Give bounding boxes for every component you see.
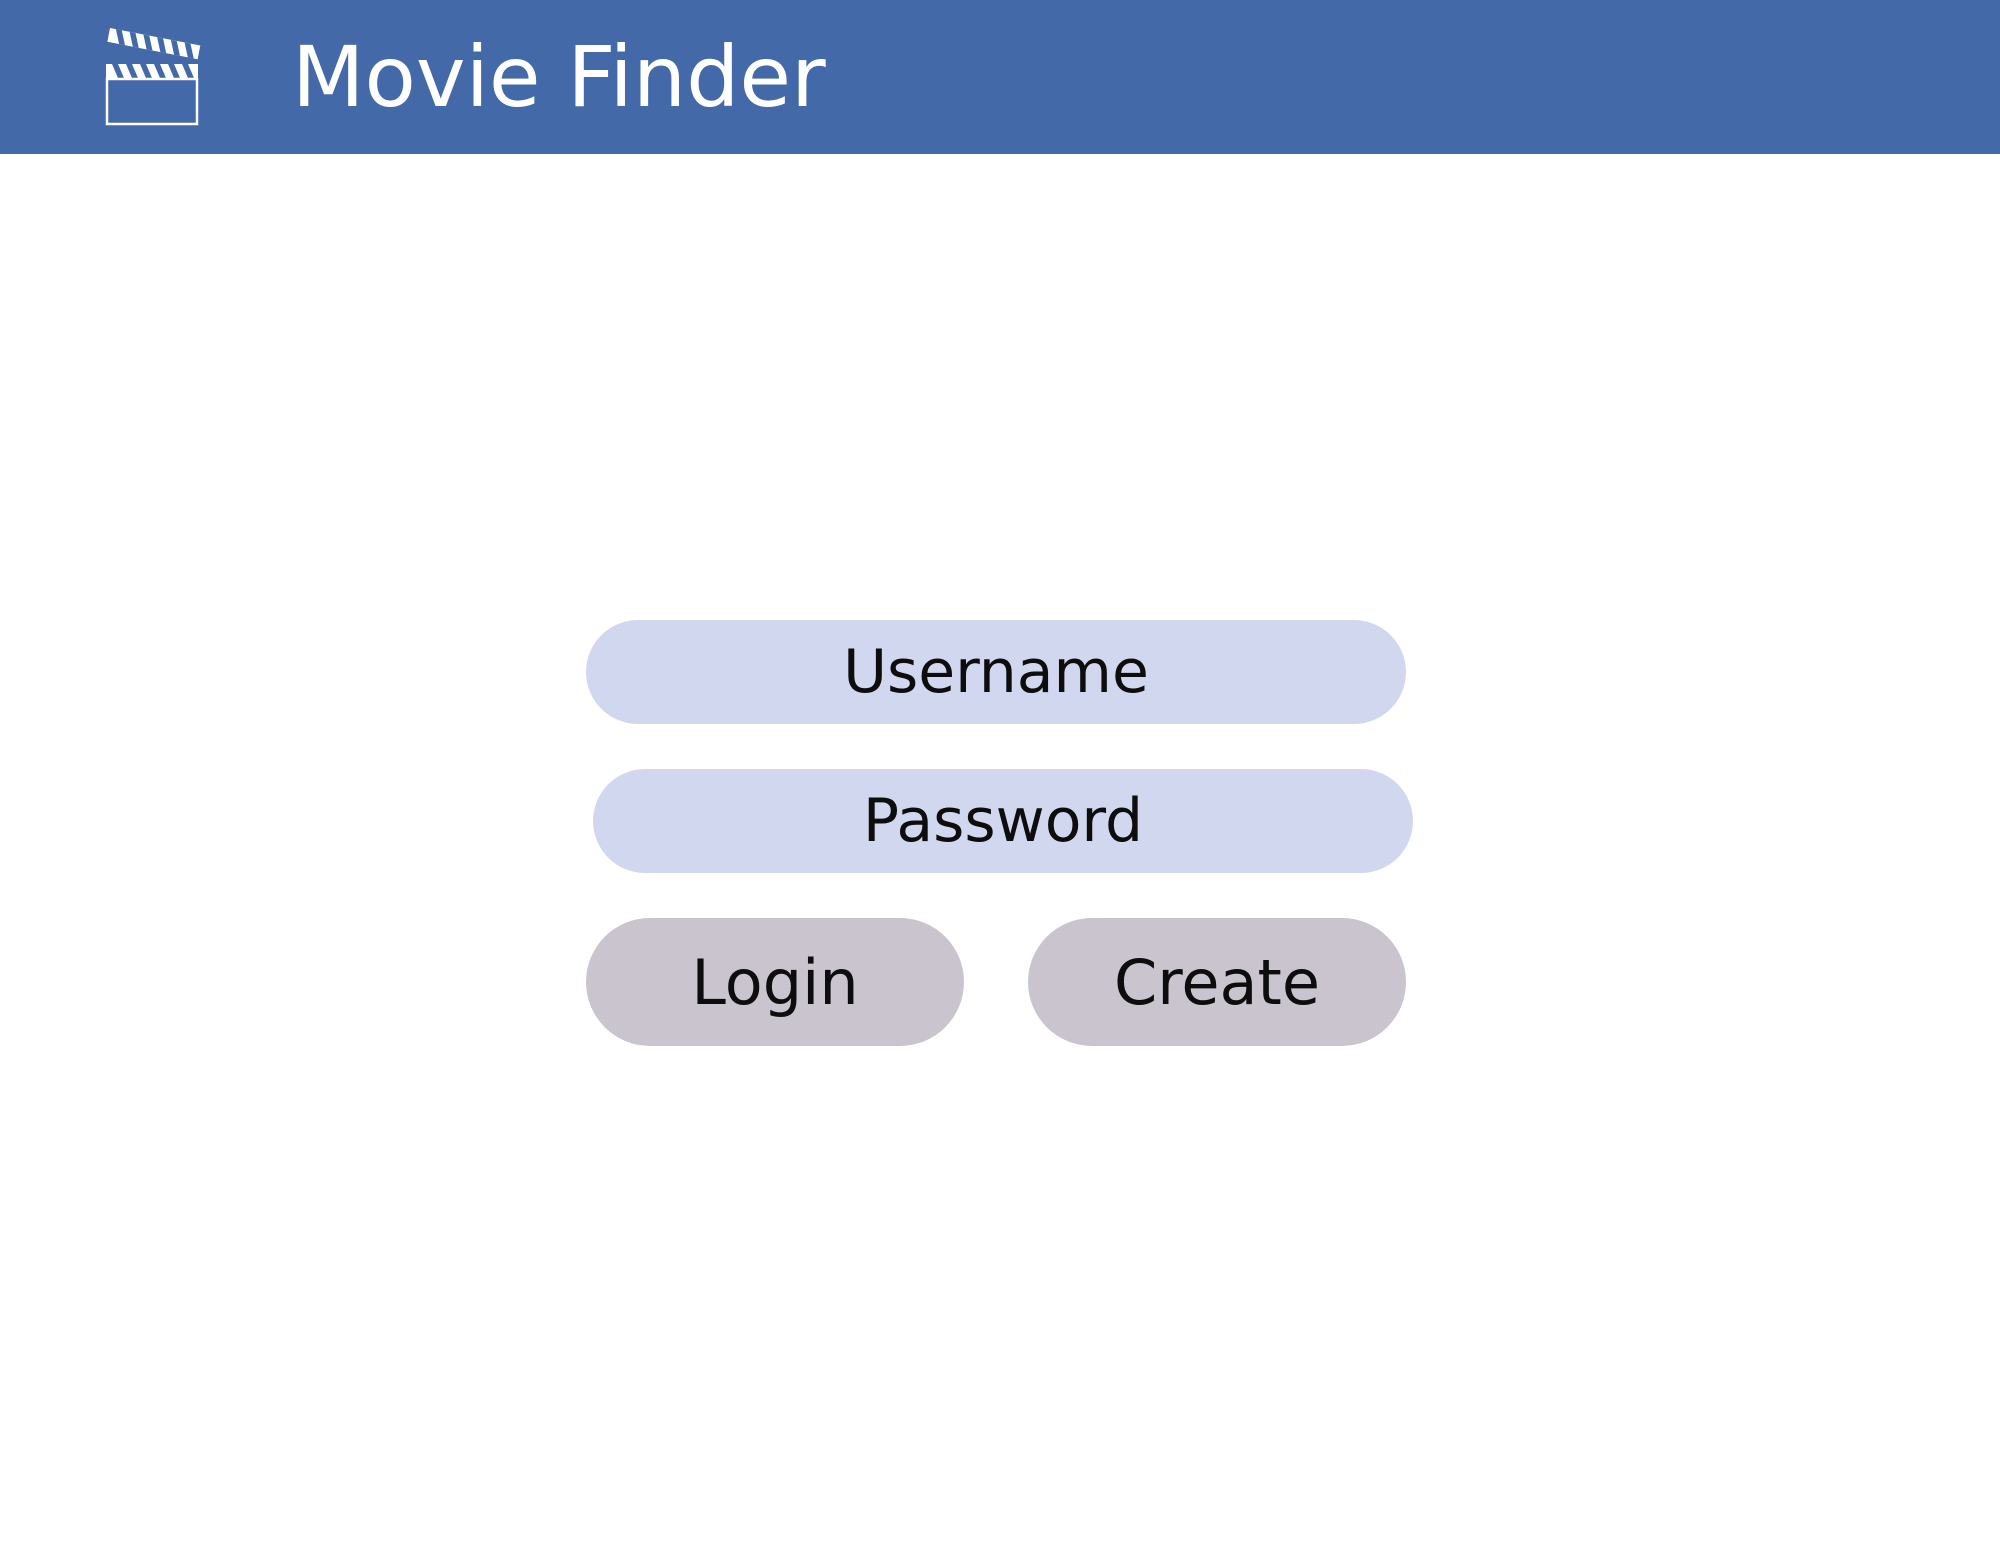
- username-field[interactable]: [586, 620, 1406, 724]
- login-button[interactable]: Login: [586, 918, 964, 1046]
- app-header: Movie Finder: [0, 0, 2000, 154]
- clapperboard-icon: [104, 26, 204, 126]
- password-field[interactable]: [593, 769, 1413, 873]
- create-account-button[interactable]: Create: [1028, 918, 1406, 1046]
- app-title: Movie Finder: [292, 28, 826, 126]
